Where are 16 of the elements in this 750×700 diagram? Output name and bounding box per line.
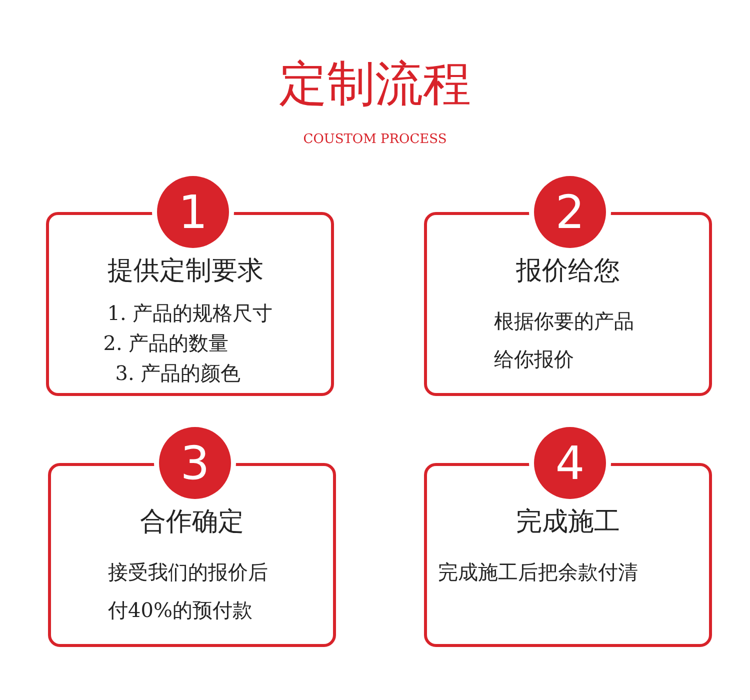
- number-circle: 2: [534, 176, 606, 248]
- number-circle: 4: [534, 427, 606, 499]
- subtitle: COUSTOM PROCESS: [303, 132, 447, 147]
- list-item: 2. 产品的数量: [103, 330, 229, 357]
- list-item: 1. 产品的规格尺寸: [107, 300, 273, 327]
- step-title: 报价给您: [516, 255, 620, 288]
- step-title: 合作确定: [140, 506, 244, 539]
- page-title: 定制流程: [279, 55, 471, 114]
- step-description: 完成施工后把余款付清: [438, 559, 639, 586]
- list-item: 3. 产品的颜色: [115, 360, 241, 387]
- step-title: 完成施工: [516, 506, 620, 539]
- number-circle: 3: [159, 427, 231, 499]
- step-description: 根据你要的产品给你报价: [494, 308, 635, 373]
- step-description: 接受我们的报价后付40%的预付款: [108, 559, 269, 624]
- step-title: 提供定制要求: [107, 255, 264, 288]
- number-circle: 1: [157, 176, 229, 248]
